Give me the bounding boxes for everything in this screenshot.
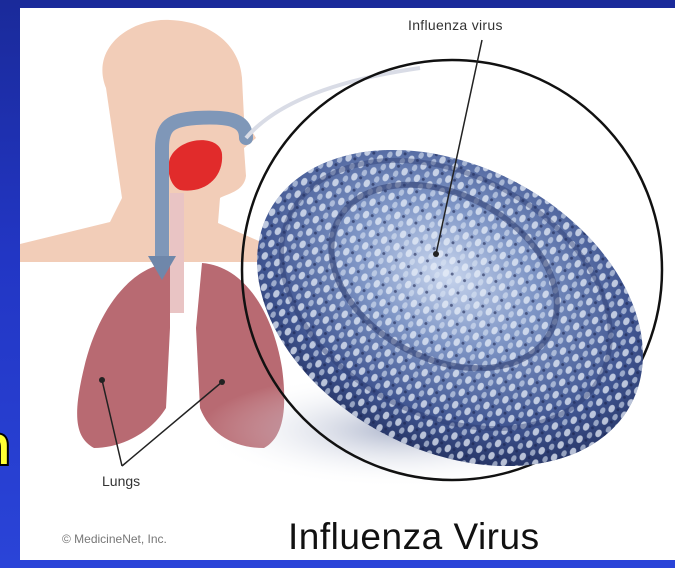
slide-text-fragment: n xyxy=(0,418,20,470)
figure-title: Influenza Virus xyxy=(288,516,540,558)
magnification-curve xyxy=(246,68,420,138)
lungs-pointer-dot-right xyxy=(219,379,225,385)
lungs-pointer-dot-left xyxy=(99,377,105,383)
copyright-notice: © MedicineNet, Inc. xyxy=(62,532,167,546)
virus-pointer-dot xyxy=(433,251,439,257)
influenza-virus-label: Influenza virus xyxy=(408,17,503,33)
illustration-panel: Influenza virus Lungs © MedicineNet, Inc… xyxy=(20,8,675,560)
left-lung xyxy=(77,263,170,448)
trachea xyxy=(170,193,184,313)
lungs-label: Lungs xyxy=(102,473,140,489)
